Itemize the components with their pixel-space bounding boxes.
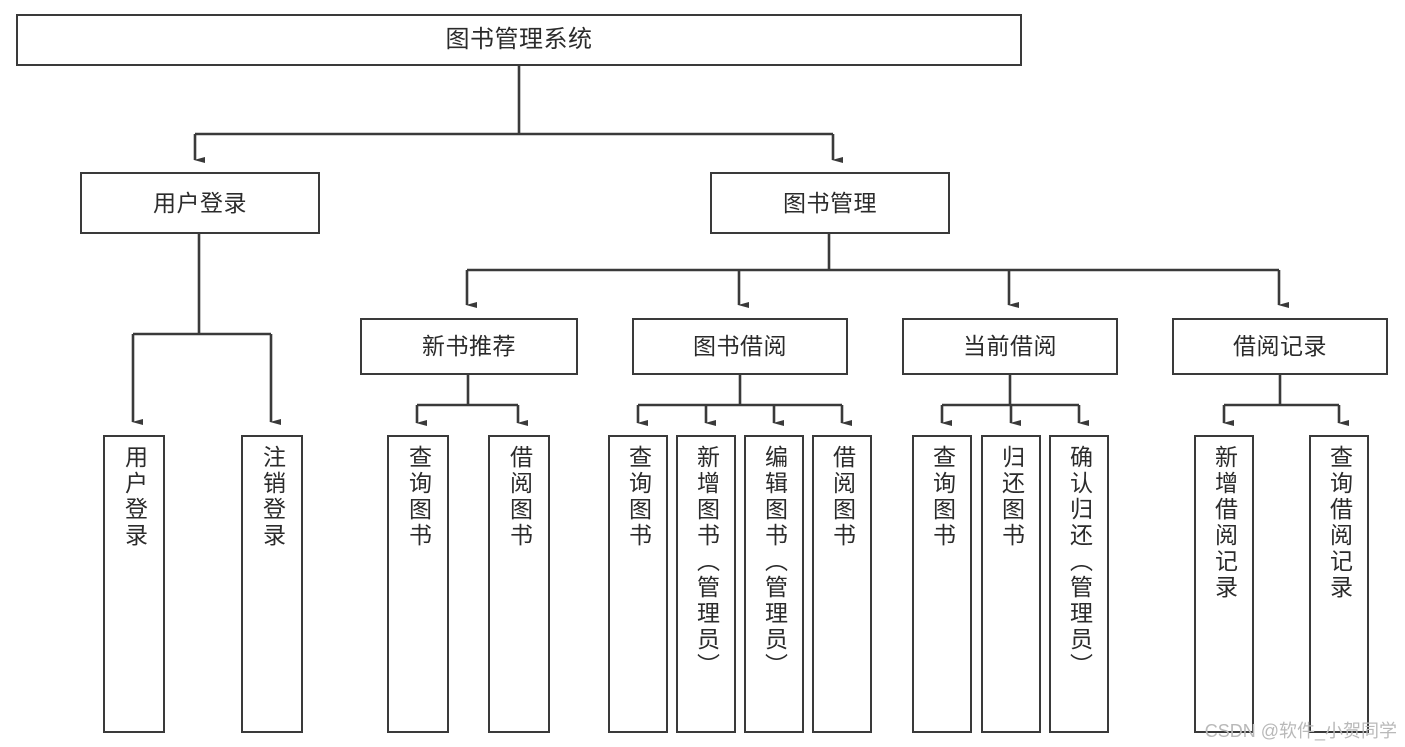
node-label: 归还图书 — [998, 445, 1025, 549]
node-label: 新书推荐 — [422, 333, 516, 360]
node-label: 图书借阅 — [693, 333, 787, 360]
node-label: 当前借阅 — [963, 333, 1057, 360]
node-leaf-borrow-book-recommend[interactable]: 借阅图书 — [488, 435, 550, 733]
node-label: 图书管理系统 — [445, 26, 593, 54]
node-label: 新增图书（管理员） — [693, 445, 720, 679]
node-new-book-recommend[interactable]: 新书推荐 — [360, 318, 578, 375]
node-leaf-query-book-borrow[interactable]: 查询图书 — [608, 435, 668, 733]
node-label: 查询图书 — [405, 445, 432, 549]
node-leaf-return-book[interactable]: 归还图书 — [981, 435, 1041, 733]
node-label: 查询图书 — [625, 445, 652, 549]
node-label: 借阅记录 — [1233, 333, 1327, 360]
node-leaf-query-book-recommend[interactable]: 查询图书 — [387, 435, 449, 733]
node-label: 图书管理 — [783, 189, 877, 216]
node-label: 借阅图书 — [506, 445, 533, 549]
node-label: 注销登录 — [259, 445, 286, 549]
node-label: 借阅图书 — [829, 445, 856, 549]
node-label: 新增借阅记录 — [1211, 445, 1238, 601]
node-user-login[interactable]: 用户登录 — [80, 172, 320, 234]
node-label: 用户登录 — [153, 189, 247, 216]
node-leaf-add-book-admin[interactable]: 新增图书（管理员） — [676, 435, 736, 733]
node-leaf-logout[interactable]: 注销登录 — [241, 435, 303, 733]
node-leaf-query-book-current[interactable]: 查询图书 — [912, 435, 972, 733]
node-leaf-edit-book-admin[interactable]: 编辑图书（管理员） — [744, 435, 804, 733]
node-leaf-add-borrow-record[interactable]: 新增借阅记录 — [1194, 435, 1254, 733]
node-leaf-borrow-book[interactable]: 借阅图书 — [812, 435, 872, 733]
node-book-management[interactable]: 图书管理 — [710, 172, 950, 234]
node-root-system[interactable]: 图书管理系统 — [16, 14, 1022, 66]
node-label: 查询借阅记录 — [1326, 445, 1353, 601]
node-label: 查询图书 — [929, 445, 956, 549]
node-book-borrow[interactable]: 图书借阅 — [632, 318, 848, 375]
node-leaf-confirm-return-admin[interactable]: 确认归还（管理员） — [1049, 435, 1109, 733]
node-leaf-user-login[interactable]: 用户登录 — [103, 435, 165, 733]
node-label: 用户登录 — [121, 445, 148, 549]
node-label: 确认归还（管理员） — [1066, 445, 1093, 679]
watermark: CSDN @软件_小贺同学 — [1204, 721, 1397, 741]
node-borrow-record[interactable]: 借阅记录 — [1172, 318, 1388, 375]
node-label: 编辑图书（管理员） — [761, 445, 788, 679]
node-current-borrow[interactable]: 当前借阅 — [902, 318, 1118, 375]
node-leaf-query-borrow-record[interactable]: 查询借阅记录 — [1309, 435, 1369, 733]
